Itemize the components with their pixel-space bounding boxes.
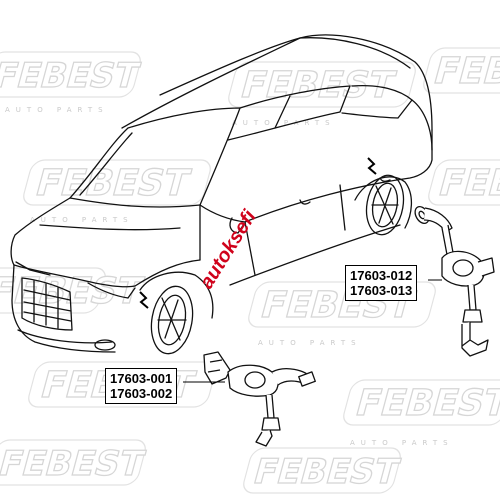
watermark-brand: FEBEST bbox=[0, 57, 143, 96]
part-number: 17603-013 bbox=[350, 283, 413, 298]
watermark-sub: AUTO PARTS bbox=[350, 439, 454, 447]
part-number: 17603-002 bbox=[110, 386, 173, 401]
watermark-brand: FEBEST bbox=[351, 382, 500, 424]
watermark-sub: AUTO PARTS bbox=[30, 216, 134, 224]
front-callout: 17603-001 17603-002 bbox=[105, 368, 178, 404]
watermark-brand: FEBEST bbox=[434, 162, 500, 204]
stamp: autoksefi bbox=[196, 206, 261, 292]
watermark-brand: FEBEST bbox=[429, 50, 500, 92]
stamp-text: autoksefi bbox=[196, 206, 261, 292]
watermark-brand: FEBEST bbox=[249, 453, 403, 492]
part-number: 17603-001 bbox=[110, 371, 173, 386]
watermark-brand: FEBEST bbox=[0, 445, 148, 484]
watermark-brand: FEBEST bbox=[31, 162, 194, 204]
watermark-brand: FEBEST bbox=[0, 270, 147, 312]
watermark-brand: FEBEST bbox=[236, 64, 399, 106]
front-height-sensor-icon bbox=[203, 351, 316, 447]
sensor-location-marker-icon bbox=[139, 291, 149, 309]
rear-callout: 17603-012 17603-013 bbox=[345, 265, 418, 301]
part-number: 17603-012 bbox=[350, 268, 413, 283]
watermark-sub: AUTO PARTS bbox=[5, 106, 109, 114]
watermark-sub: AUTO PARTS bbox=[258, 339, 362, 347]
watermark-sub: AUTO PARTS bbox=[232, 119, 336, 127]
sensor-location-marker-icon bbox=[367, 157, 377, 175]
rear-height-sensor-icon bbox=[414, 205, 495, 357]
watermark-layer: FEBEST AUTO PARTS FEBEST AUTO PARTS FEBE… bbox=[0, 47, 500, 494]
car-outline bbox=[10, 34, 433, 355]
